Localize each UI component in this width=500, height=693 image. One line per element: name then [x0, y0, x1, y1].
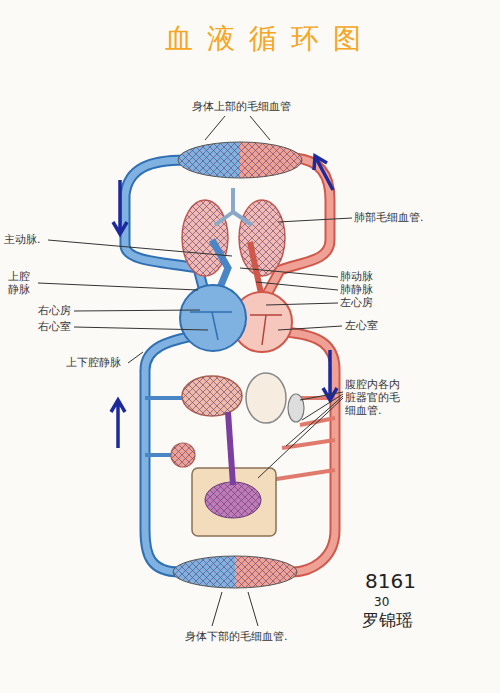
vessel-label: 主动脉.	[4, 233, 41, 246]
leader-line	[74, 310, 200, 311]
title: 血液循环图	[165, 22, 375, 56]
capillary-label: 肺部毛细血管.	[354, 211, 424, 224]
leader-line	[48, 240, 232, 256]
lower-capillary-bed	[173, 556, 297, 588]
lower-artery-outline	[285, 332, 335, 572]
leader-line	[240, 268, 342, 330]
heart-label: 右心室	[38, 320, 71, 333]
flow-arrow	[113, 180, 127, 234]
intestine-mesh	[205, 482, 261, 518]
flow-arrow	[323, 350, 337, 400]
stomach	[246, 373, 286, 423]
capillary-label: 身体下部的毛细血管.	[185, 630, 288, 643]
left-lung	[182, 200, 228, 276]
lung-capillary	[239, 200, 285, 276]
vessel-label: 上腔静脉	[8, 270, 36, 296]
right-heart	[180, 285, 246, 351]
leader-line	[38, 283, 198, 290]
leader-line	[74, 327, 208, 330]
capillary-label: 腹腔内各内脏器官的毛细血管.	[345, 378, 403, 417]
spleen	[171, 443, 195, 467]
portal-vein	[228, 412, 233, 485]
leader-line	[278, 218, 352, 222]
signature-name: 罗锦瑶	[362, 610, 413, 630]
spleen-capillary	[171, 443, 195, 467]
bracket-line	[212, 592, 258, 626]
leader-line	[258, 392, 343, 478]
trachea	[215, 188, 252, 225]
vessel-label: 肺动脉	[340, 270, 373, 283]
heart-label: 左心室	[345, 319, 378, 332]
lung-capillary	[182, 200, 228, 276]
flow-arrow	[111, 400, 125, 448]
lower-artery	[285, 332, 335, 572]
heart-label: 左心房	[340, 296, 373, 309]
kidney	[288, 394, 304, 422]
capillary-label: 身体上部的毛细血管	[192, 100, 291, 113]
vessel-label: 肺静脉	[340, 283, 373, 296]
liver	[182, 376, 242, 416]
signature-number: 8161	[365, 570, 416, 593]
heart-chamber-line	[190, 312, 232, 340]
vessel-label: 上下腔静脉	[66, 356, 121, 369]
upper-capillary-bed	[178, 142, 302, 178]
bracket-line	[205, 116, 270, 140]
signature-number: 30	[374, 595, 389, 610]
heart-chamber-line	[250, 315, 282, 345]
flow-arrow	[314, 156, 333, 190]
leader-line	[128, 352, 143, 363]
right-lung	[239, 200, 285, 276]
liver-capillary	[182, 376, 242, 416]
intestine-capillary	[205, 482, 261, 518]
heart-label: 右心房	[38, 304, 71, 317]
